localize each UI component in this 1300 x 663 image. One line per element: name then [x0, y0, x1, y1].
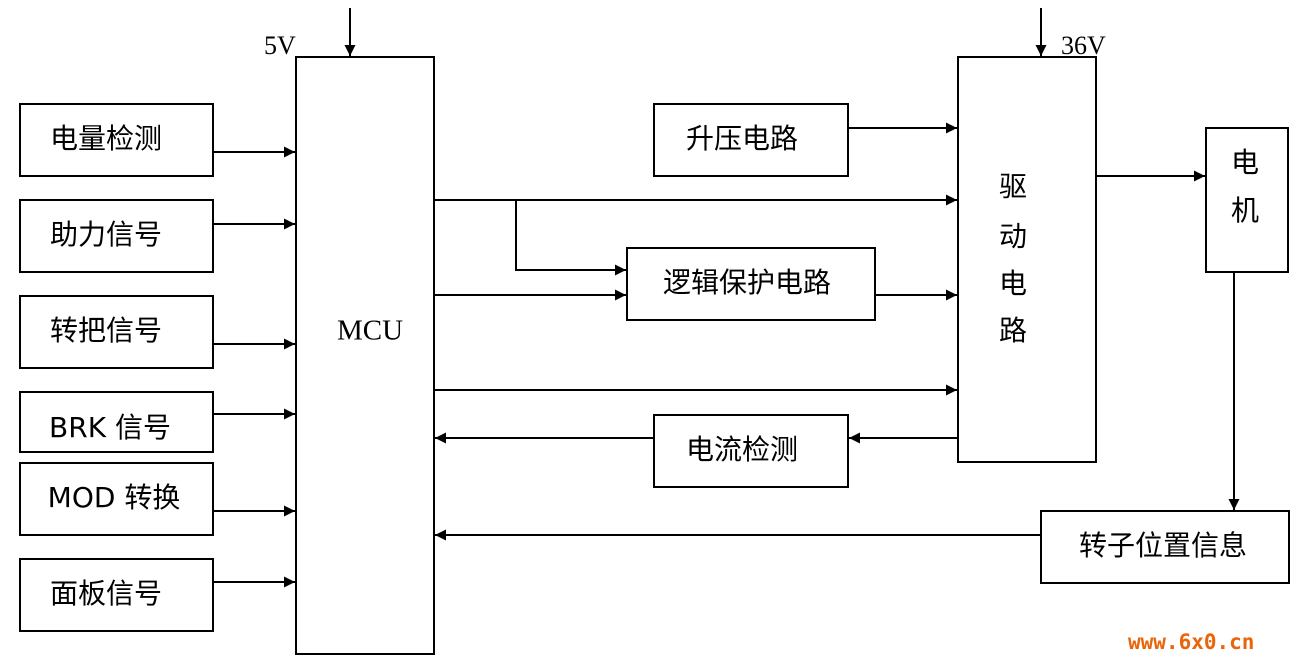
logic-protect-label: 逻辑保护电路 [663, 266, 831, 299]
boost-circuit-label: 升压电路 [686, 122, 798, 155]
assist-signal-label: 助力信号 [50, 218, 162, 251]
watermark: www.6x0.cn [1128, 630, 1254, 654]
panel-signal-label: 面板信号 [50, 577, 162, 610]
panel-signal-box [19, 558, 214, 632]
throttle-signal-label: 转把信号 [50, 314, 162, 347]
throttle-signal-box [19, 295, 214, 369]
power-detect-label: 电量检测 [50, 122, 162, 155]
arrow-branch-logic [515, 200, 626, 276]
mcu-label: MCU [337, 315, 403, 347]
current-detect-box [653, 414, 849, 488]
motor-char-2: 机 [1231, 194, 1259, 227]
driver-char-1: 驱 [999, 170, 1027, 203]
motor-char-1: 电 [1231, 146, 1259, 179]
assist-signal-box [19, 199, 214, 273]
driver-char-2: 动 [999, 220, 1027, 253]
watermark-mid: 6x0 [1179, 630, 1217, 654]
mcu-box [295, 56, 435, 655]
driver-circuit-box [957, 56, 1097, 463]
rotor-position-label: 转子位置信息 [1079, 529, 1247, 562]
brk-signal-box [19, 391, 214, 453]
watermark-suffix: .cn [1217, 630, 1255, 654]
boost-circuit-box [653, 103, 849, 177]
driver-char-3: 电 [999, 267, 1027, 300]
current-detect-label: 电流检测 [686, 433, 798, 466]
mcu-supply-label: 5V [264, 31, 296, 60]
driver-supply-label: 36V [1061, 31, 1106, 60]
watermark-prefix: www. [1128, 630, 1179, 654]
rotor-position-box [1040, 510, 1290, 584]
mod-switch-box [19, 462, 214, 536]
brk-signal-label: BRK 信号 [49, 411, 171, 444]
power-detect-box [19, 103, 214, 177]
driver-char-4: 路 [999, 314, 1027, 347]
motor-box [1205, 127, 1289, 273]
logic-protect-box [626, 247, 876, 321]
mod-switch-label: MOD 转换 [48, 481, 181, 514]
